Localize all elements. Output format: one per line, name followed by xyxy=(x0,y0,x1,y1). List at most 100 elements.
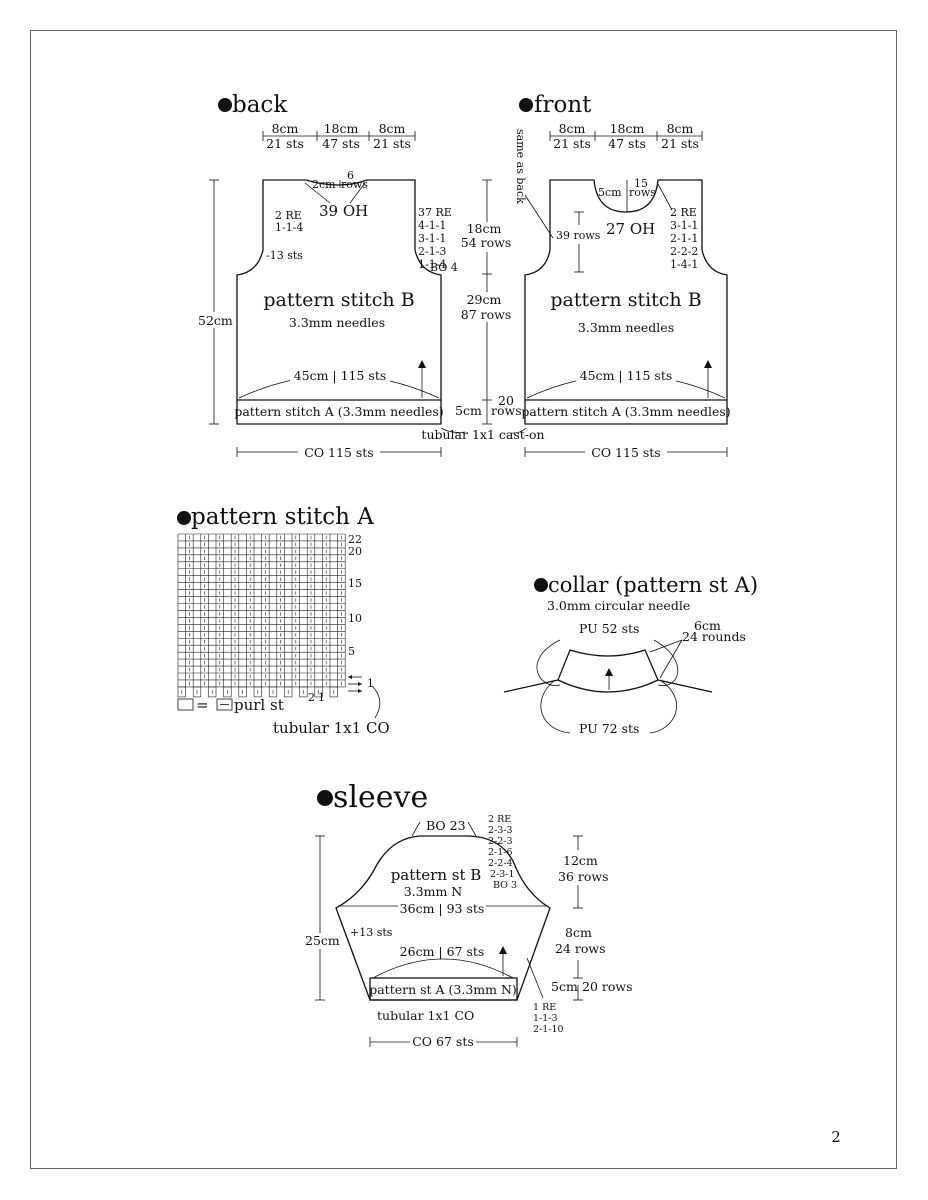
sleeve-cuff-rows: 20 rows xyxy=(582,979,633,994)
sleeve-cap-rows: 36 rows xyxy=(558,869,609,884)
sleeve-bo-top: BO 23 xyxy=(426,818,466,833)
leader-line xyxy=(304,182,331,204)
arrow-head-icon xyxy=(704,360,712,368)
sleeve-height: 25cm xyxy=(305,933,340,948)
front-armhole-shaping-4: 2-2-2 xyxy=(670,245,698,258)
sleeve-pattern-label: pattern st B xyxy=(391,866,482,884)
front-title: front xyxy=(534,92,592,118)
collar-arc-lower-right xyxy=(649,679,678,734)
collar-schematic: collar (pattern st A) 3.0mm circular nee… xyxy=(503,573,758,736)
back-neck-shaping-1: 2 RE xyxy=(275,209,302,222)
arrow-head-icon xyxy=(358,682,362,686)
leader-line xyxy=(657,183,673,211)
sleeve-cuff-band xyxy=(369,977,518,1001)
back-outline xyxy=(236,179,442,425)
tubular-stitch-cell xyxy=(268,686,278,698)
front-side-rows: 39 rows xyxy=(556,229,601,242)
back-needles-label: 3.3mm needles xyxy=(289,315,385,330)
band-rows-num: 20 xyxy=(498,393,514,408)
knit-stitch-symbol-icon xyxy=(177,698,194,711)
front-needles-label: 3.3mm needles xyxy=(578,320,674,335)
front-shoulder-left-cm: 8cm xyxy=(559,121,586,136)
sleeve-cap-cm: 12cm xyxy=(563,853,598,868)
label-bg xyxy=(290,368,390,382)
back-armhole-shaping-5: 1-1-4 xyxy=(418,258,446,271)
front-shoulder-left-sts: 21 sts xyxy=(553,136,591,151)
collar-title: collar (pattern st A) xyxy=(548,573,758,597)
sleeve-needles-label: 3.3mm N xyxy=(404,884,463,899)
band-rows-word: rows xyxy=(491,403,522,418)
front-neck-depth: 5cm xyxy=(598,186,622,199)
sleeve-increase: +13 sts xyxy=(350,926,393,939)
collar-height-cm: 6cm xyxy=(694,618,721,633)
tubular-cast-on: tubular 1x1 cast-on xyxy=(421,427,544,442)
label-bg xyxy=(397,944,487,958)
front-neck-rows-num: 15 xyxy=(634,177,648,190)
cap-shaping-6: 2-3-1 xyxy=(490,869,515,880)
tubular-stitch-cell xyxy=(299,686,308,698)
arrow-head-icon xyxy=(418,360,426,368)
bullet-icon xyxy=(317,790,333,806)
row-label-5: 5 xyxy=(348,645,355,658)
sleeve-cap-width: 36cm | 93 sts xyxy=(400,901,485,916)
sleeve-outline xyxy=(335,835,551,1001)
armhole-rows: 54 rows xyxy=(461,235,512,250)
pattern-stitch-a-chart: pattern stitch A 22 20 15 10 5 1 2 1 = p… xyxy=(177,504,390,737)
body-cm: 29cm xyxy=(467,292,502,307)
front-neck-cm: 18cm xyxy=(610,121,645,136)
leader-line xyxy=(509,427,527,434)
sleeve-band-label: pattern st A (3.3mm N) xyxy=(369,982,517,997)
legend-purl: purl st xyxy=(234,696,284,714)
back-armhole-shaping-1: 37 RE xyxy=(418,206,452,219)
back-title: back xyxy=(232,92,288,118)
cap-shaping-5: 2-2-4 xyxy=(488,858,513,869)
label-bg xyxy=(196,312,236,328)
arrow-head-icon xyxy=(605,668,613,676)
back-schematic: back 8cm 21 sts 18cm 47 sts 8cm 21 sts 2… xyxy=(196,92,458,460)
sleeve-side-rows: 24 rows xyxy=(555,941,606,956)
cap-shaping-4: 2-1-6 xyxy=(488,847,513,858)
tubular-stitch-cell xyxy=(314,686,323,698)
armhole-cm: 18cm xyxy=(467,221,502,236)
back-armhole-bo: BO 4 xyxy=(430,261,458,274)
back-armhole-shaping-4: 2-1-3 xyxy=(418,245,446,258)
label-bg xyxy=(398,900,486,914)
front-width: 45cm | 115 sts xyxy=(580,368,673,383)
row-label-20: 20 xyxy=(348,545,362,558)
sleeve-schematic: sleeve BO 23 2 RE 2-3-3 2-2-3 2-1-6 2-2-… xyxy=(302,780,633,1049)
tubular-stitch-cell xyxy=(253,686,262,698)
leader-line xyxy=(649,639,683,653)
front-same-as-back: same as back xyxy=(514,129,527,204)
back-neck-sts: 47 sts xyxy=(322,136,360,151)
front-armhole-shaping-5: 1-4-1 xyxy=(670,258,698,271)
bullet-icon xyxy=(534,578,548,592)
cap-shaping-7: BO 3 xyxy=(493,880,517,891)
tubular-stitch-cell xyxy=(223,686,232,698)
leader-line xyxy=(349,182,366,204)
tubular-stitch-cell xyxy=(329,686,338,698)
leader-line xyxy=(526,957,544,999)
curved-leader-icon xyxy=(371,685,381,719)
sleeve-side-cm: 8cm xyxy=(565,925,592,940)
front-neck-oh: 27 OH xyxy=(606,220,655,238)
front-schematic: front 8cm 21 sts 18cm 47 sts 8cm 21 sts … xyxy=(514,92,731,460)
front-band-label: pattern stitch A (3.3mm needles) xyxy=(521,404,730,419)
shared-row-dimensions: 18cm 54 rows 29cm 87 rows 5cm 20 rows tu… xyxy=(421,179,545,442)
tubular-stitch-cell xyxy=(284,686,293,698)
leader-line xyxy=(440,427,466,433)
legend-equals: = xyxy=(196,696,209,714)
arrow-head-icon xyxy=(348,675,352,679)
cap-shaping-3: 2-2-3 xyxy=(488,836,513,847)
label-bg xyxy=(576,368,676,382)
front-neck-sts: 47 sts xyxy=(608,136,646,151)
tubular-stitch-cell xyxy=(208,686,217,698)
back-armhole-shaping-3: 3-1-1 xyxy=(418,232,446,245)
front-pattern-label: pattern stitch B xyxy=(550,289,701,311)
back-neck-rows-num: 6 xyxy=(347,169,354,182)
purl-stitch-symbol-icon xyxy=(216,698,233,711)
back-neck-oh: 39 OH xyxy=(319,202,368,220)
back-armhole-decrease: -13 sts xyxy=(266,249,303,262)
sleeve-cuff-cm: 5cm xyxy=(551,979,578,994)
